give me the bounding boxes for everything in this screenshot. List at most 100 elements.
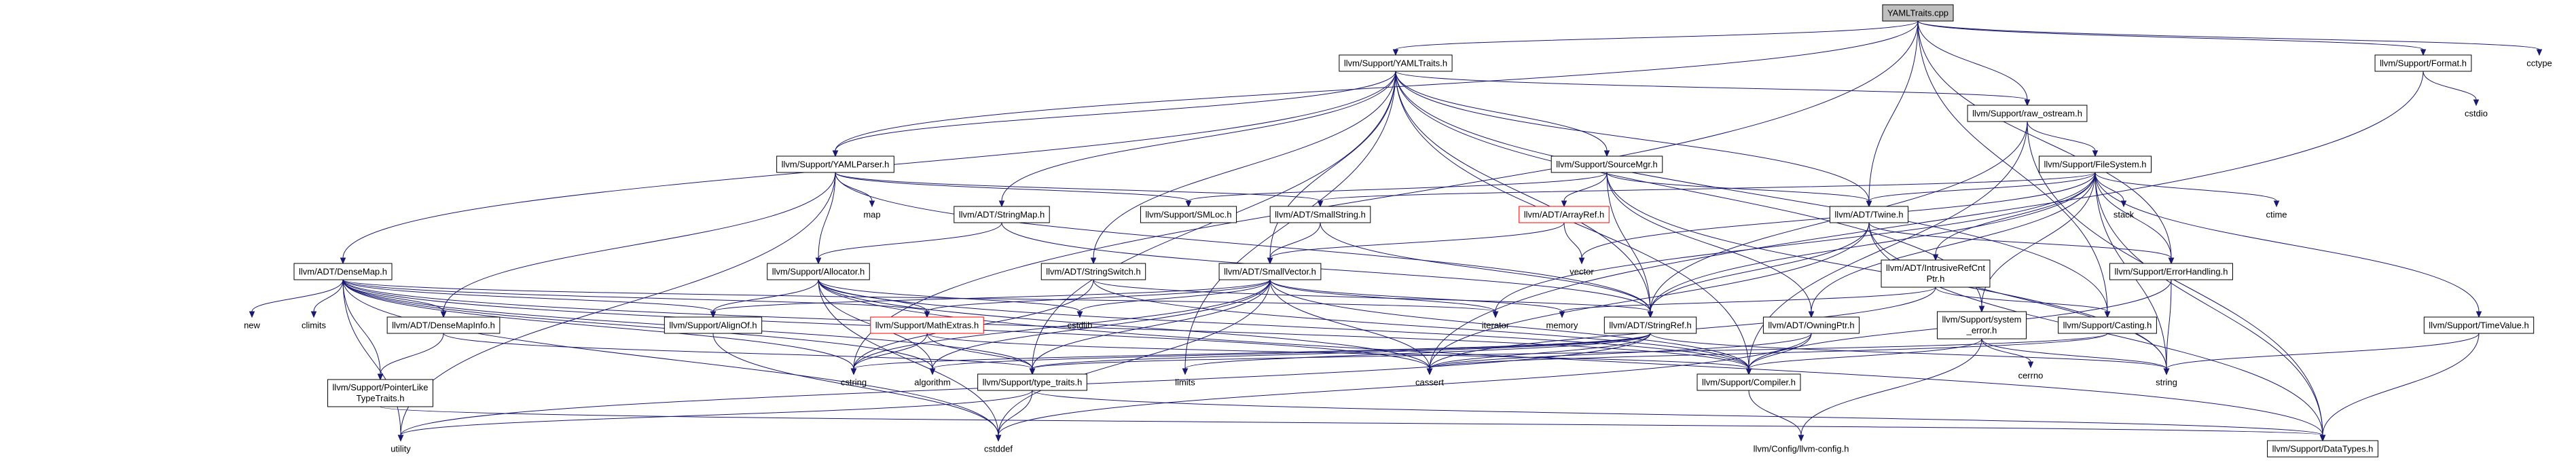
edge-stringref_h-to-type_traits_h [1029,333,1651,375]
edge-yamlparser_h-to-utility [397,172,836,442]
node-label: llvm/ADT/StringRef.h [1609,320,1691,331]
node-yamlparser_h[interactable]: llvm/Support/YAMLParser.h [776,155,894,173]
node-densemap_h[interactable]: llvm/ADT/DenseMap.h [293,263,393,280]
node-label: cstdlib [1068,320,1093,331]
node-stringmap_h[interactable]: llvm/ADT/StringMap.h [954,206,1050,223]
node-raw_ostream_h[interactable]: llvm/Support/raw_ostream.h [1967,105,2088,122]
node-twine_h[interactable]: llvm/ADT/Twine.h [1829,206,1909,223]
node-label-line: Ptr.h [1927,274,1945,284]
node-box [767,263,870,280]
node-label: llvm/ADT/Twine.h [1834,210,1903,220]
edge-densemap_h-to-utility [342,279,404,442]
edge-mathextras_h-to-type_traits_h [926,333,1036,375]
edge-yamlparser_h-to-map [835,172,875,208]
node-label-line: llvm/ADT/IntrusiveRefCnt [1886,263,1985,273]
node-label: llvm/Support/SourceMgr.h [1556,160,1658,170]
edge-yamltraits_cpp-to-format_h [1917,20,2427,56]
node-box [664,316,763,334]
node-datatypes_h[interactable]: llvm/Support/DataTypes.h [2267,440,2378,458]
node-label: cstdio [2465,109,2488,119]
edge-compiler_h-to-llvm_config_h [1748,390,1804,442]
edge-system_error_h-to-compiler_h [1745,338,1982,375]
edge-yamltraits_cpp-to-errorhandling_h [1917,20,2175,265]
node-box [2267,440,2378,458]
node-box [2374,54,2472,72]
node-owningptr_h[interactable]: llvm/ADT/OwningPtr.h [1762,316,1860,334]
node-stringswitch_h[interactable]: llvm/ADT/StringSwitch.h [1040,263,1146,280]
node-label: cctype [2526,58,2552,69]
edge-densemap_h-to-new [249,279,344,318]
node-cassert: cassert [1415,377,1444,388]
node-label: llvm/ADT/StringMap.h [959,210,1045,220]
node-arrayref_h[interactable]: llvm/ADT/ArrayRef.h [1519,206,1610,223]
edge-twine_h-to-stringref_h [1647,222,1870,318]
node-label: llvm/ADT/SmallVector.h [1224,267,1316,277]
node-yamltraits_h[interactable]: llvm/Support/YAMLTraits.h [1339,54,1453,72]
edge-yamltraits_h-to-yamlparser_h [832,71,1396,158]
node-label: new [244,320,260,331]
node-label: climits [302,320,327,331]
node-box [1339,54,1453,72]
edge-sourcemgr_h-to-arrayref_h [1561,172,1608,208]
edge-smallstring_h-to-smallvector_h [1267,222,1321,265]
edge-smallstring_h-to-stringref_h [1320,222,1654,318]
node-yamltraits_cpp[interactable]: YAMLTraits.cpp [1882,4,1954,22]
node-label: algorithm [914,377,950,388]
node-errorhandling_h[interactable]: llvm/Support/ErrorHandling.h [2109,263,2233,280]
edge-timevalue_h-to-string [2163,333,2480,375]
node-label: vector [1570,267,1594,277]
node-stack: stack [2114,210,2135,220]
node-sourcemgr_h[interactable]: llvm/Support/SourceMgr.h [1550,155,1663,173]
node-format_h[interactable]: llvm/Support/Format.h [2374,54,2472,72]
node-label: ctime [2266,210,2287,220]
node-timevalue_h[interactable]: llvm/Support/TimeValue.h [2423,316,2535,334]
edge-yamlparser_h-to-smallstring_h [835,172,1324,208]
node-label: iterator [1482,320,1510,331]
node-box [293,263,393,280]
edge-allocator_h-to-alignof_h [710,279,819,318]
node-type_traits_h[interactable]: llvm/Support/type_traits.h [977,373,1087,391]
node-alignof_h[interactable]: llvm/Support/AlignOf.h [664,316,763,334]
node-label: llvm/Support/YAMLTraits.h [1344,58,1447,69]
node-map: map [863,210,880,220]
edge-layer [249,20,2543,442]
node-allocator_h[interactable]: llvm/Support/Allocator.h [767,263,870,280]
edge-densemap_h-to-iterator [342,279,1499,318]
edge-filesystem_h-to-ctime [2094,172,2280,208]
node-label: stack [2114,210,2135,220]
node-label: llvm/Support/DataTypes.h [2272,444,2374,454]
node-densemapinfo_h[interactable]: llvm/ADT/DenseMapInfo.h [386,316,501,334]
node-memory: memory [1546,320,1578,331]
edge-filesystem_h-to-owningptr_h [1808,172,2096,318]
node-stringref_h[interactable]: llvm/ADT/StringRef.h [1603,316,1697,334]
node-filesystem_h[interactable]: llvm/Support/FileSystem.h [2039,155,2152,173]
node-smallvector_h[interactable]: llvm/ADT/SmallVector.h [1218,263,1322,280]
node-box [1697,373,1801,391]
node-label: llvm/Support/ErrorHandling.h [2115,267,2228,277]
node-cstdio: cstdio [2465,109,2488,119]
node-cctype: cctype [2526,58,2552,69]
node-label: llvm/Support/raw_ostream.h [1972,109,2082,119]
node-system_error_h[interactable]: llvm/Support/system_error.h [1936,311,2027,339]
edge-stringswitch_h-to-stringref_h [1093,279,1654,318]
edge-smallvector_h-to-iterator [1269,279,1499,318]
node-label: llvm/Support/MathExtras.h [875,320,979,331]
node-smloc_h[interactable]: llvm/Support/SMLoc.h [1140,206,1237,223]
node-label: llvm/Support/AlignOf.h [669,320,757,331]
node-string: string [2156,377,2177,388]
edge-type_traits_h-to-datatypes_h [1032,390,2326,442]
node-label: llvm/ADT/DenseMap.h [299,267,387,277]
node-mathextras_h[interactable]: llvm/Support/MathExtras.h [870,316,984,334]
node-casting_h[interactable]: llvm/Support/Casting.h [2058,316,2157,334]
edge-stringref_h-to-limits [1182,333,1651,375]
node-smallstring_h[interactable]: llvm/ADT/SmallString.h [1269,206,1371,223]
edge-pointerliketypetraits_h-to-datatypes_h [380,406,2326,442]
edge-format_h-to-cstdio [2423,71,2480,107]
edge-yamltraits_cpp-to-twine_h [1866,20,1919,208]
edge-yamltraits_cpp-to-cstring [850,20,1919,375]
node-compiler_h[interactable]: llvm/Support/Compiler.h [1697,373,1801,391]
